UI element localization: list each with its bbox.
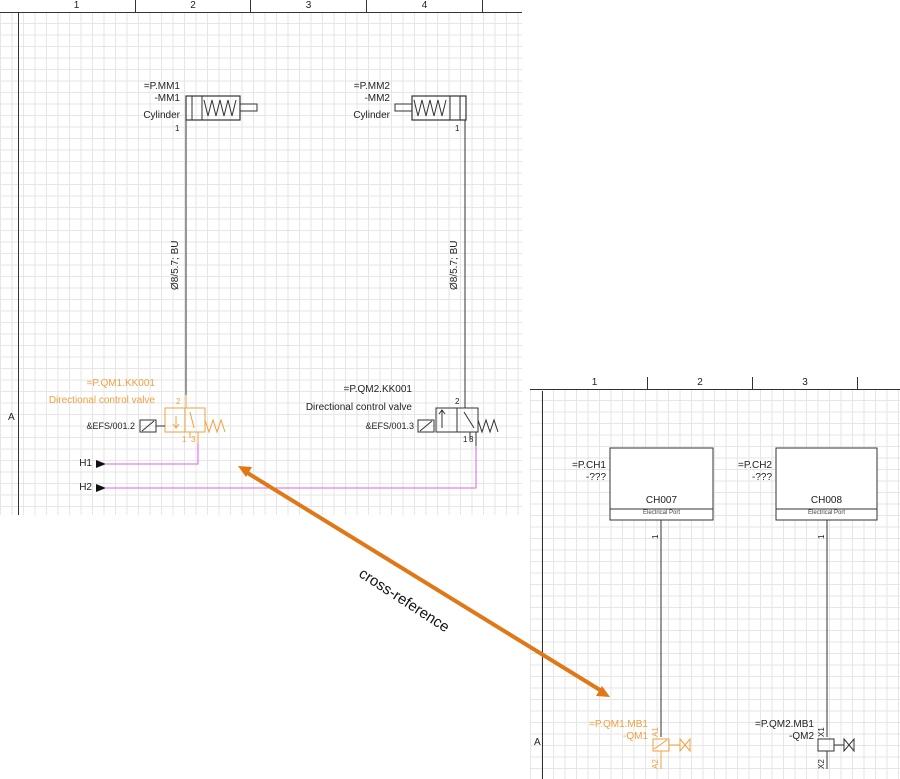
port-1-sub: Electrical Port [642, 510, 680, 516]
port-2-name: -??? [751, 472, 772, 483]
port-2-sub: Electrical Port [807, 510, 845, 516]
port-1-name: -??? [585, 472, 606, 483]
coil-1-symbol [652, 737, 691, 769]
h1-label: H1 [79, 458, 92, 469]
column-3: 3 [251, 0, 367, 12]
valve-2-port-bottom: 3 [469, 435, 474, 444]
column-b-1: 1 [542, 377, 648, 389]
cylinder-1-type: Cylinder [143, 110, 180, 121]
row-label: A [8, 412, 15, 423]
cylinder-1-port: 1 [175, 124, 180, 133]
column-ruler-b: 1 2 3 [530, 377, 900, 390]
sheet-frame [18, 12, 19, 515]
h2-wire [106, 446, 477, 489]
tube-1-label: Ø8/5.7; BU [170, 240, 181, 290]
valve-2-port-top: 2 [455, 397, 460, 406]
coil-1-name: -QM1 [623, 731, 648, 742]
electrical-schematic-sheet: 1 2 3 A =P.CH1 -??? CH007 Electr [530, 377, 900, 779]
valve-1-name: Directional control valve [48, 395, 155, 406]
h1-arrow [96, 460, 106, 468]
electrical-drawing [609, 447, 878, 769]
valve-1-port-bottom2: 1 [182, 435, 187, 444]
port-1-pin: 1 [651, 534, 660, 539]
cylinder-2-type: Cylinder [353, 110, 390, 121]
coil-1-tag: =P.QM1.MB1 [588, 719, 648, 730]
column-ruler: 1 2 3 4 [0, 0, 522, 13]
cylinder-2-name: -MM2 [364, 93, 390, 104]
coil-2-symbol [817, 737, 855, 769]
column-b-3: 3 [753, 377, 858, 389]
coil-2-pin-top: X1 [817, 727, 826, 737]
cylinder-1-name: -MM1 [154, 93, 180, 104]
schematic-drawing [96, 95, 499, 492]
cylinder-2-tag: =P.MM2 [353, 81, 390, 92]
valve-2-name: Directional control valve [305, 402, 412, 413]
column-b-2: 2 [648, 377, 753, 389]
cylinder-1-tag: =P.MM1 [143, 81, 180, 92]
valve-1-tag: =P.QM1.KK001 [86, 378, 155, 389]
coil-1-pin-top: A1 [651, 727, 660, 737]
valve-1-port-top: 2 [176, 397, 181, 406]
cross-reference-label: cross-reference [355, 565, 453, 637]
valve-2-port-bottom2: 1 [463, 435, 468, 444]
column-1: 1 [18, 0, 136, 12]
h1-wire [106, 444, 199, 465]
valve-2-symbol [417, 395, 499, 446]
row-label-b: A [534, 737, 541, 748]
valve-1-port-bottom: 3 [191, 435, 196, 444]
coil-2-pin-bottom: X2 [817, 759, 826, 769]
coil-2-tag: =P.QM2.MB1 [754, 719, 814, 730]
tube-2-label: Ø8/5.7; BU [449, 240, 460, 290]
valve-1-ref: &EFS/001.2 [86, 421, 135, 431]
port-2-label: CH008 [810, 495, 843, 506]
valve-1-symbol [139, 395, 226, 444]
column-4: 4 [367, 0, 483, 12]
valve-2-tag: =P.QM2.KK001 [343, 384, 412, 395]
port-1-label: CH007 [645, 495, 678, 506]
port-2-pin: 1 [817, 534, 826, 539]
port-1-box [609, 447, 714, 521]
pneumatic-schematic-sheet: 1 2 3 4 A [0, 0, 522, 515]
port-2-tag: =P.CH2 [737, 460, 772, 471]
cylinder-2-port: 1 [455, 124, 460, 133]
column-2: 2 [136, 0, 251, 12]
h2-label: H2 [79, 482, 92, 493]
port-2-box [775, 447, 878, 521]
port-1-tag: =P.CH1 [571, 460, 606, 471]
h2-arrow [96, 484, 106, 492]
valve-2-ref: &EFS/001.3 [365, 421, 414, 431]
cylinder-1-symbol [185, 95, 258, 121]
coil-2-name: -QM2 [789, 731, 814, 742]
coil-1-pin-bottom: A2 [651, 759, 660, 769]
cylinder-2-symbol [394, 95, 467, 121]
